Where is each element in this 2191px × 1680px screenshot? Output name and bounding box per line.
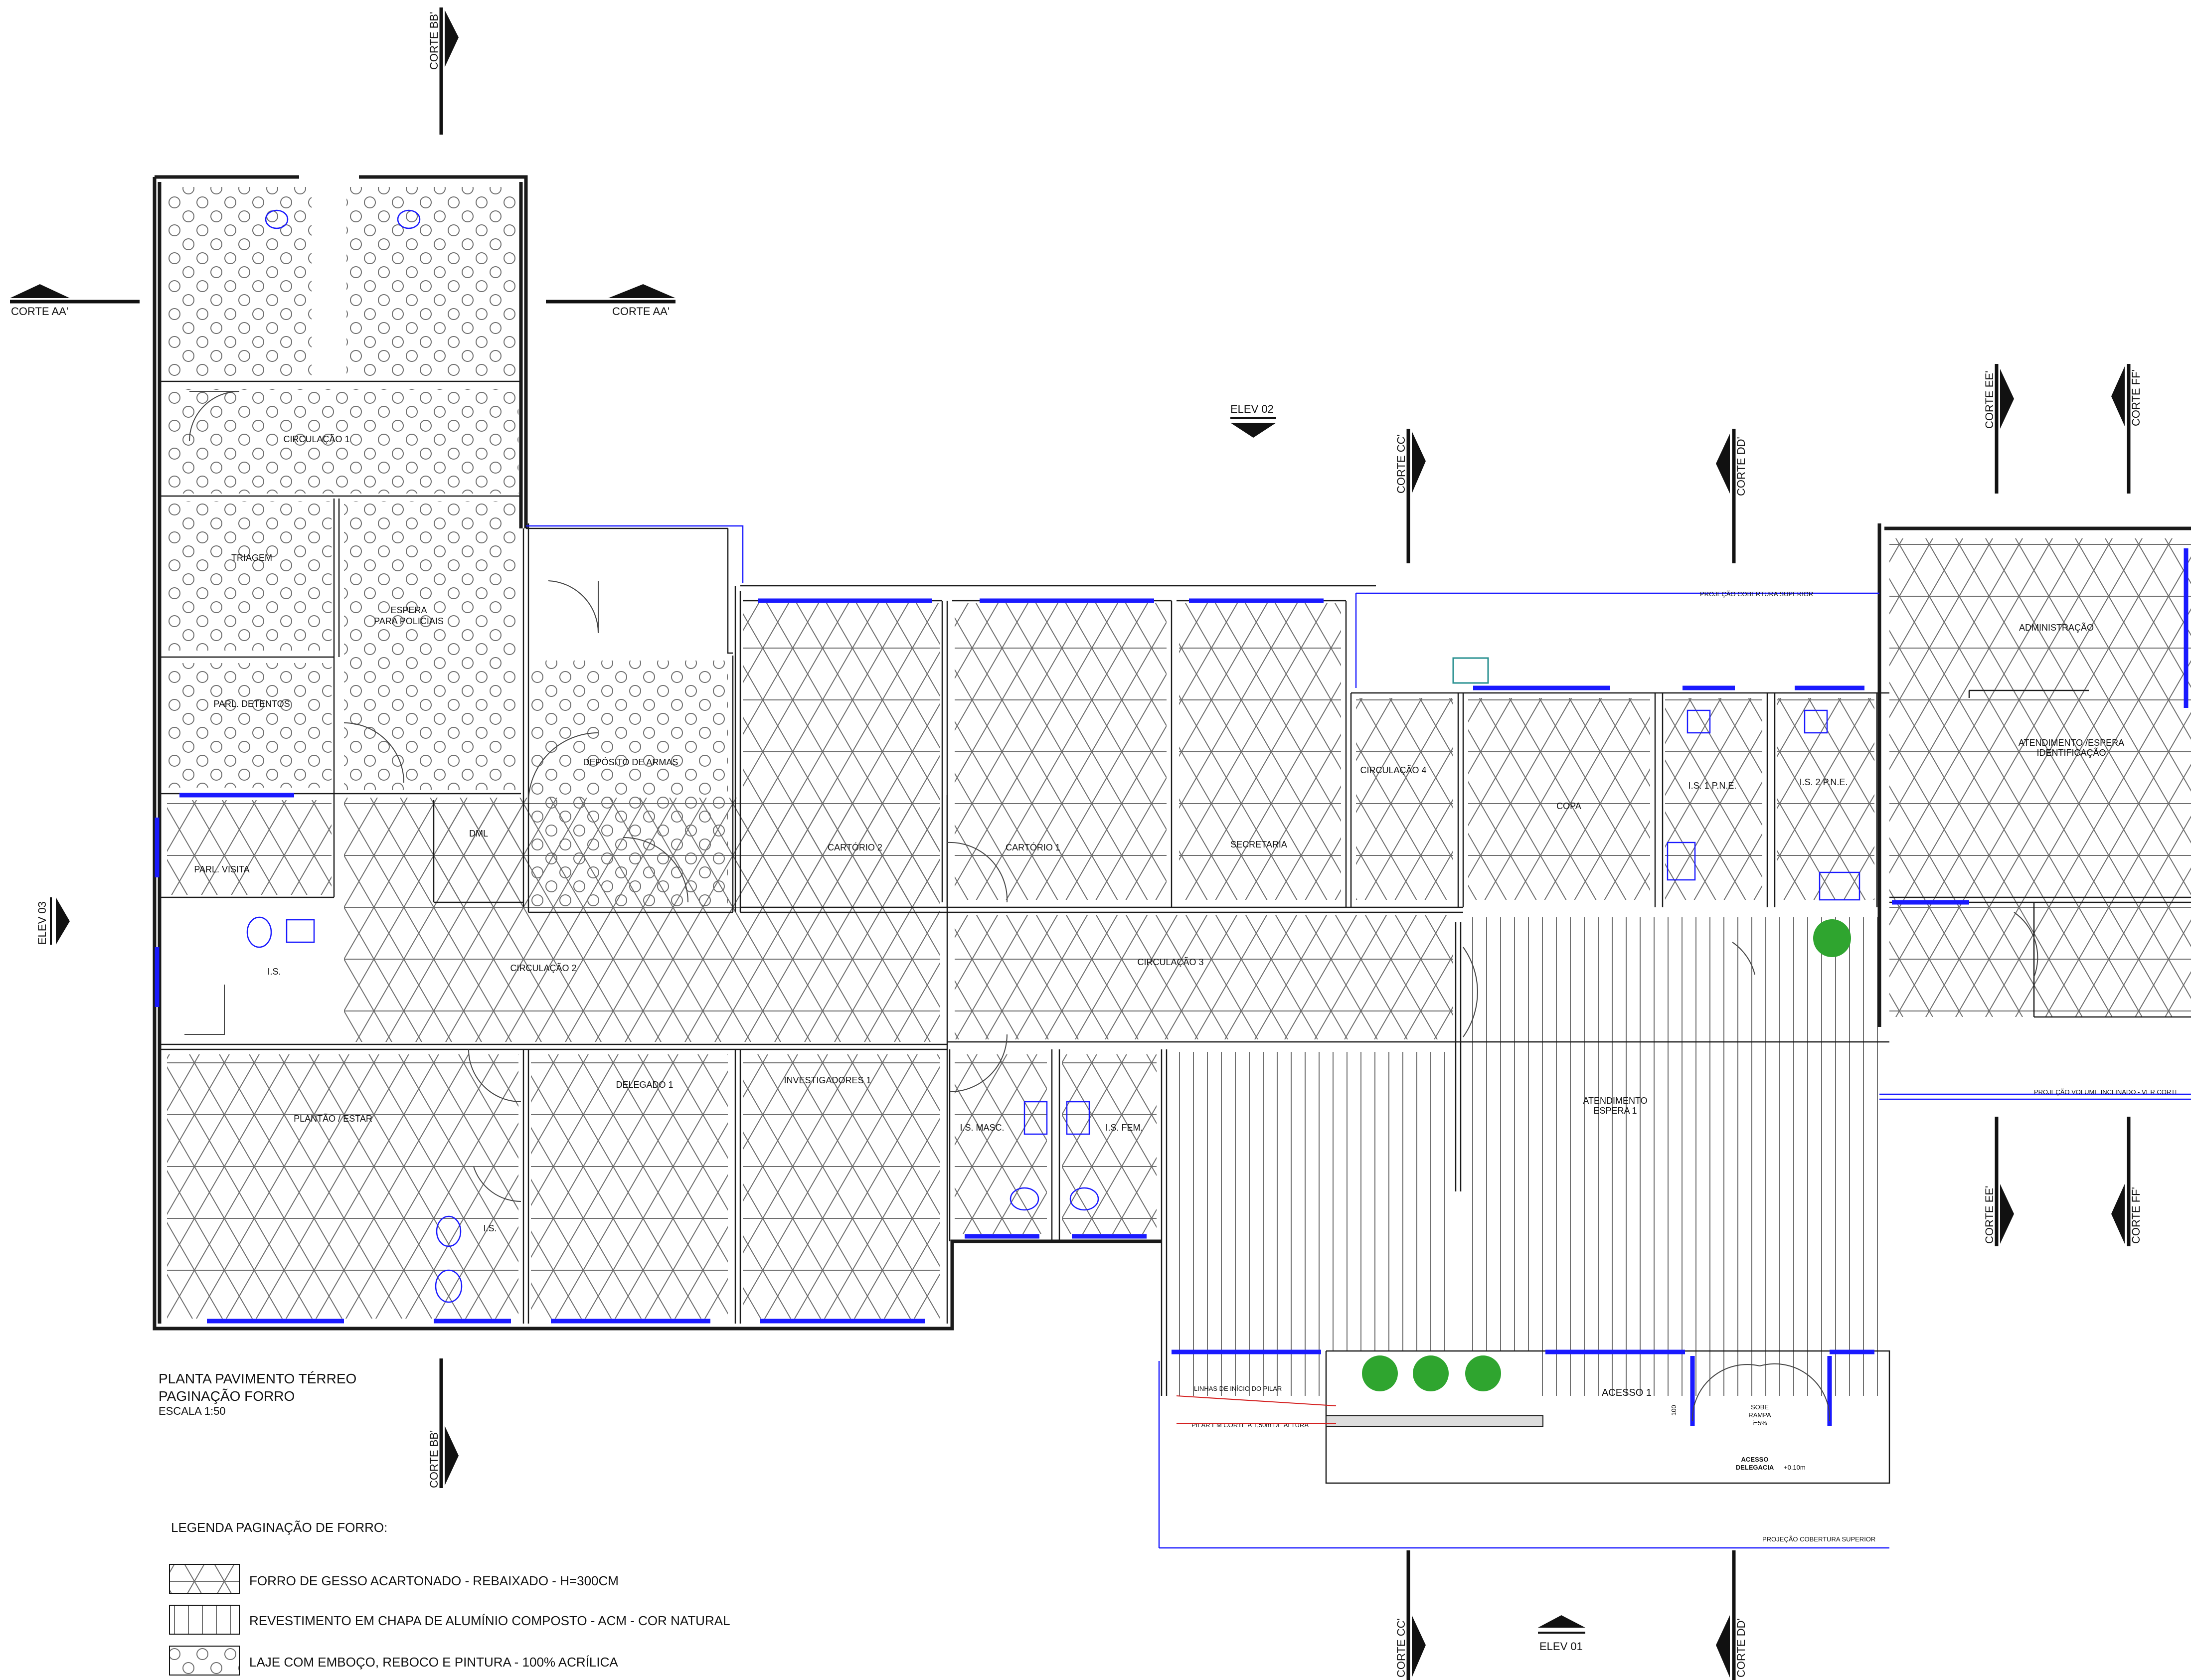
- note-linhas-pilar: LINHAS DE INÍCIO DO PILAR: [1194, 1385, 1282, 1392]
- note-dim-100: 100: [1670, 1405, 1678, 1416]
- corte-ff-bottom: CORTE FF': [2130, 1187, 2142, 1244]
- room-dml: DML: [469, 829, 488, 839]
- elev-03: ELEV 03: [36, 901, 48, 945]
- room-is-masc: I.S. MASC.: [960, 1123, 1004, 1133]
- note-acesso: ACESSO: [1741, 1456, 1769, 1463]
- legend-swatch-gesso: [169, 1564, 240, 1594]
- note-rampa: RAMPA: [1748, 1411, 1771, 1419]
- elev-02: ELEV 02: [1230, 403, 1274, 415]
- door-swings: [184, 391, 2038, 1421]
- room-deposito: DEPÓSITO DE ARMAS: [583, 757, 678, 767]
- room-is1-pne: I.S. 1 P.N.E.: [1688, 781, 1737, 791]
- title-line-2: PAGINAÇÃO FORRO: [159, 1388, 295, 1404]
- room-parl-detentos: PARL. DETENTOS: [213, 699, 290, 709]
- note-sobe: SOBE: [1751, 1403, 1769, 1411]
- corte-cc-top: CORTE CC': [1395, 434, 1407, 494]
- room-atend-ident-2: IDENTIFICAÇÃO: [2036, 747, 2106, 758]
- legend-swatch-laje: [169, 1646, 240, 1676]
- note-pilar-corte: PILAR EM CORTE A 1,50m DE ALTURA: [1191, 1421, 1309, 1429]
- left-wing-fills: [167, 187, 2191, 1416]
- legend-item-acm: REVESTIMENTO EM CHAPA DE ALUMÍNIO COMPOS…: [249, 1613, 730, 1628]
- room-circulacao-1: CIRCULAÇÃO 1: [283, 434, 349, 444]
- room-is2-pne: I.S. 2 P.N.E.: [1800, 777, 1848, 787]
- title-scale: ESCALA 1:50: [159, 1405, 226, 1417]
- room-labels: CIRCULAÇÃO 1 TRIAGEM ESPERA PARA POLICIA…: [194, 434, 2124, 1398]
- room-secretaria: SECRETARIA: [1230, 840, 1287, 849]
- windows: [155, 548, 2189, 1426]
- room-atendimento-1: ATENDIMENTO: [1583, 1096, 1647, 1106]
- drawing-title: PLANTA PAVIMENTO TÉRREO PAGINAÇÃO FORRO …: [159, 1371, 356, 1417]
- legend-item-gesso: FORRO DE GESSO ACARTONADO - REBAIXADO - …: [249, 1573, 619, 1588]
- room-espera-1: ESPERA: [390, 605, 427, 615]
- room-circulacao-3: CIRCULAÇÃO 3: [1137, 957, 1203, 967]
- room-cartorio-2: CARTÓRIO 2: [828, 842, 882, 852]
- legend: LEGENDA PAGINAÇÃO DE FORRO: FORRO DE GES…: [169, 1520, 730, 1676]
- room-is-left: I.S.: [267, 967, 281, 977]
- corte-ff-top: CORTE FF': [2130, 369, 2142, 426]
- note-level: +0.10m: [1784, 1464, 1806, 1471]
- corte-ee-top: CORTE EE': [1983, 371, 1996, 429]
- room-is-fem: I.S. FEM.: [1105, 1123, 1143, 1133]
- legend-swatch-acm: [169, 1605, 240, 1635]
- room-espera-2: PARA POLICIAIS: [374, 616, 444, 626]
- room-acesso-1: ACESSO 1: [1602, 1387, 1652, 1398]
- room-atendimento-2: ESPERA 1: [1593, 1106, 1637, 1116]
- sanitary-fixtures: [246, 209, 1860, 1303]
- room-cartorio-1: CARTÓRIO 1: [1006, 842, 1060, 852]
- note-projecao-top: PROJEÇÃO COBERTURA SUPERIOR: [1700, 590, 1813, 598]
- corte-bb-bottom: CORTE BB': [428, 1430, 440, 1488]
- corte-ee-bottom: CORTE EE': [1983, 1186, 1996, 1244]
- note-projecao-inclinado: PROJEÇÃO VOLUME INCLINADO - VER CORTE: [2034, 1088, 2180, 1096]
- walls: [153, 175, 2191, 1549]
- room-administracao: ADMINISTRAÇÃO: [2019, 622, 2094, 633]
- note-delegacia: DELEGACIA: [1736, 1464, 1774, 1471]
- corte-bb-top: CORTE BB': [428, 12, 440, 70]
- room-plantao: PLANTÃO / ESTAR: [294, 1113, 372, 1124]
- room-is-mid: I.S.: [483, 1223, 497, 1233]
- plants: [1362, 919, 1851, 1391]
- section-marks: CORTE AA' CORTE AA' CORTE BB' CORTE BB' …: [10, 7, 2142, 1680]
- title-line-1: PLANTA PAVIMENTO TÉRREO: [159, 1371, 356, 1386]
- room-investigadores: INVESTIGADORES 1: [784, 1075, 871, 1085]
- room-circulacao-2: CIRCULAÇÃO 2: [510, 963, 576, 973]
- legend-item-laje: LAJE COM EMBOÇO, REBOCO E PINTURA - 100%…: [249, 1655, 618, 1670]
- corte-dd-top: CORTE DD': [1735, 437, 1747, 496]
- room-copa: COPA: [1556, 801, 1581, 811]
- corte-dd-bottom: CORTE DD': [1735, 1618, 1747, 1678]
- note-inclinacao: i=5%: [1752, 1419, 1767, 1427]
- room-parl-visita: PARL. VISITA: [194, 864, 249, 874]
- corte-aa-right: CORTE AA': [612, 305, 670, 318]
- corte-aa-left: CORTE AA': [11, 305, 68, 318]
- room-circulacao-4: CIRCULAÇÃO 4: [1360, 765, 1426, 775]
- room-delegado: DELEGADO 1: [616, 1080, 673, 1090]
- note-projecao-bottom: PROJEÇÃO COBERTURA SUPERIOR: [1762, 1535, 1875, 1543]
- notes: PROJEÇÃO COBERTURA SUPERIOR PROJEÇÃO COB…: [1176, 590, 2180, 1543]
- elev-01: ELEV 01: [1539, 1640, 1583, 1653]
- corte-cc-bottom: CORTE CC': [1395, 1618, 1407, 1678]
- legend-title: LEGENDA PAGINAÇÃO DE FORRO:: [171, 1520, 387, 1535]
- room-triagem: TRIAGEM: [231, 553, 272, 563]
- room-atend-ident-1: ATENDIMENTO /ESPERA: [2019, 738, 2124, 748]
